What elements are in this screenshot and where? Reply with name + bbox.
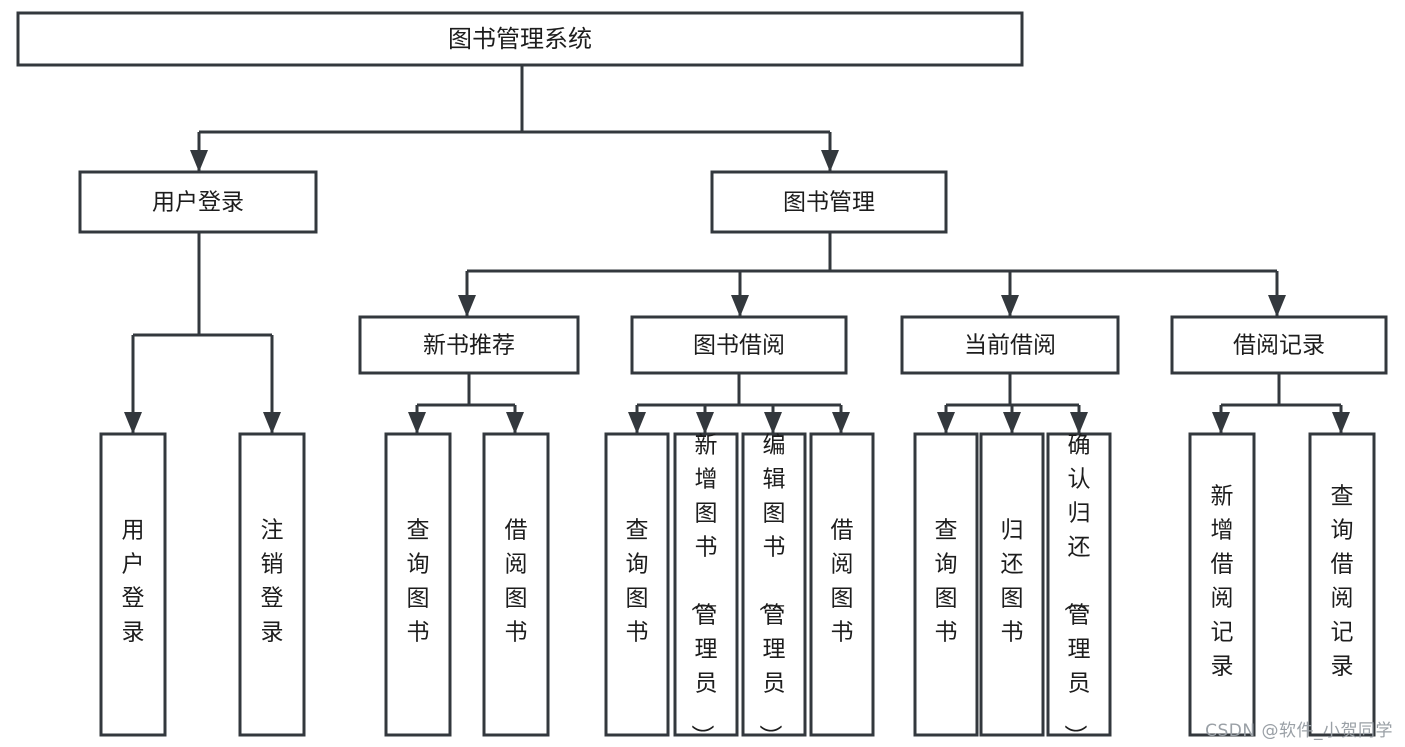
leaf-node-10[interactable]: 确认归还（管理员） bbox=[1046, 432, 1112, 747]
level3-node-3-box bbox=[1170, 315, 1388, 375]
leaf-node-9-label: 归还图书 bbox=[1001, 518, 1024, 646]
leaf-node-1-box bbox=[238, 432, 306, 737]
level2-node-0-box bbox=[78, 170, 318, 234]
leaf-node-1-label: 注销登录 bbox=[261, 518, 284, 646]
leaf-node-1[interactable]: 注销登录 bbox=[238, 432, 306, 737]
csdn-watermark: CSDN @软件_小贺同学 bbox=[1205, 721, 1393, 741]
level3-node-0-box bbox=[358, 315, 580, 375]
level3-node-0-label: 新书推荐 bbox=[423, 333, 515, 359]
leaf-node-5-box bbox=[673, 432, 739, 737]
leaf-node-0[interactable]: 用户登录 bbox=[99, 432, 167, 737]
leaf-node-3-box bbox=[482, 432, 550, 737]
book-mgmt-arrow-3 bbox=[1268, 295, 1286, 317]
level3-node-2-label: 当前借阅 bbox=[964, 333, 1056, 359]
leaf-node-5[interactable]: 新增图书（管理员） bbox=[673, 432, 739, 747]
user-login-arrow-0 bbox=[124, 412, 142, 434]
level3-node-1-box bbox=[630, 315, 848, 375]
root-node-system-box bbox=[16, 11, 1024, 67]
level3-node-2[interactable]: 当前借阅 bbox=[900, 315, 1120, 375]
book-borrow-arrow-3 bbox=[832, 412, 850, 434]
leaf-node-10-label: 确认归还（管理员） bbox=[1062, 433, 1091, 747]
leaf-node-0-box bbox=[99, 432, 167, 737]
connector-layer bbox=[124, 65, 1350, 434]
leaf-node-3[interactable]: 借阅图书 bbox=[482, 432, 550, 737]
book-mgmt-arrow-0 bbox=[458, 295, 476, 317]
leaf-node-3-label: 借阅图书 bbox=[505, 518, 528, 646]
level3-node-2-box bbox=[900, 315, 1120, 375]
leaf-node-4-label: 查询图书 bbox=[626, 518, 649, 646]
new-book-arrow-0 bbox=[408, 412, 426, 434]
level2-node-1[interactable]: 图书管理 bbox=[710, 170, 948, 234]
leaf-node-2-label: 查询图书 bbox=[407, 518, 430, 646]
leaf-node-6-box bbox=[741, 432, 807, 737]
leaf-node-4[interactable]: 查询图书 bbox=[604, 432, 670, 737]
node-layer: 图书管理系统用户登录图书管理新书推荐图书借阅当前借阅借阅记录用户登录注销登录查询… bbox=[16, 11, 1388, 747]
borrow-record-arrow-1 bbox=[1332, 412, 1350, 434]
leaf-node-5-label: 新增图书（管理员） bbox=[689, 433, 718, 747]
leaf-node-9[interactable]: 归还图书 bbox=[979, 432, 1045, 737]
root-node-system[interactable]: 图书管理系统 bbox=[16, 11, 1024, 67]
current-borrow-arrow-0 bbox=[937, 412, 955, 434]
book-borrow-arrow-1 bbox=[696, 412, 714, 434]
leaf-node-7-box bbox=[809, 432, 875, 737]
leaf-node-2[interactable]: 查询图书 bbox=[384, 432, 452, 737]
leaf-node-9-box bbox=[979, 432, 1045, 737]
root-arrow-1 bbox=[821, 150, 839, 172]
root-node-system-label: 图书管理系统 bbox=[448, 25, 592, 53]
level3-node-1-label: 图书借阅 bbox=[693, 333, 785, 359]
level3-node-1[interactable]: 图书借阅 bbox=[630, 315, 848, 375]
leaf-node-6-label: 编辑图书（管理员） bbox=[757, 433, 786, 747]
book-mgmt-arrow-1 bbox=[731, 295, 749, 317]
level2-node-0[interactable]: 用户登录 bbox=[78, 170, 318, 234]
book-mgmt-arrow-2 bbox=[1001, 295, 1019, 317]
leaf-node-6[interactable]: 编辑图书（管理员） bbox=[741, 432, 807, 747]
leaf-node-11[interactable]: 新增借阅记录 bbox=[1188, 432, 1256, 737]
leaf-node-4-box bbox=[604, 432, 670, 737]
current-borrow-arrow-1 bbox=[1003, 412, 1021, 434]
book-borrow-arrow-2 bbox=[764, 412, 782, 434]
leaf-node-12-box bbox=[1308, 432, 1376, 737]
leaf-node-12-label: 查询借阅记录 bbox=[1331, 484, 1354, 680]
level3-node-3[interactable]: 借阅记录 bbox=[1170, 315, 1388, 375]
user-login-arrow-1 bbox=[263, 412, 281, 434]
root-arrow-0 bbox=[190, 150, 208, 172]
leaf-node-8[interactable]: 查询图书 bbox=[913, 432, 979, 737]
leaf-node-8-label: 查询图书 bbox=[935, 518, 958, 646]
leaf-node-7-label: 借阅图书 bbox=[831, 518, 854, 646]
level2-node-1-label: 图书管理 bbox=[783, 190, 875, 216]
level2-node-0-label: 用户登录 bbox=[152, 190, 244, 216]
leaf-node-10-box bbox=[1046, 432, 1112, 737]
borrow-record-arrow-0 bbox=[1212, 412, 1230, 434]
level2-node-1-box bbox=[710, 170, 948, 234]
leaf-node-7[interactable]: 借阅图书 bbox=[809, 432, 875, 737]
new-book-arrow-1 bbox=[506, 412, 524, 434]
leaf-node-8-box bbox=[913, 432, 979, 737]
leaf-node-12[interactable]: 查询借阅记录 bbox=[1308, 432, 1376, 737]
leaf-node-11-label: 新增借阅记录 bbox=[1211, 484, 1234, 680]
level3-node-0[interactable]: 新书推荐 bbox=[358, 315, 580, 375]
leaf-node-2-box bbox=[384, 432, 452, 737]
level3-node-3-label: 借阅记录 bbox=[1233, 333, 1325, 359]
book-borrow-arrow-0 bbox=[628, 412, 646, 434]
leaf-node-11-box bbox=[1188, 432, 1256, 737]
leaf-node-0-label: 用户登录 bbox=[122, 518, 145, 646]
current-borrow-arrow-2 bbox=[1070, 412, 1088, 434]
